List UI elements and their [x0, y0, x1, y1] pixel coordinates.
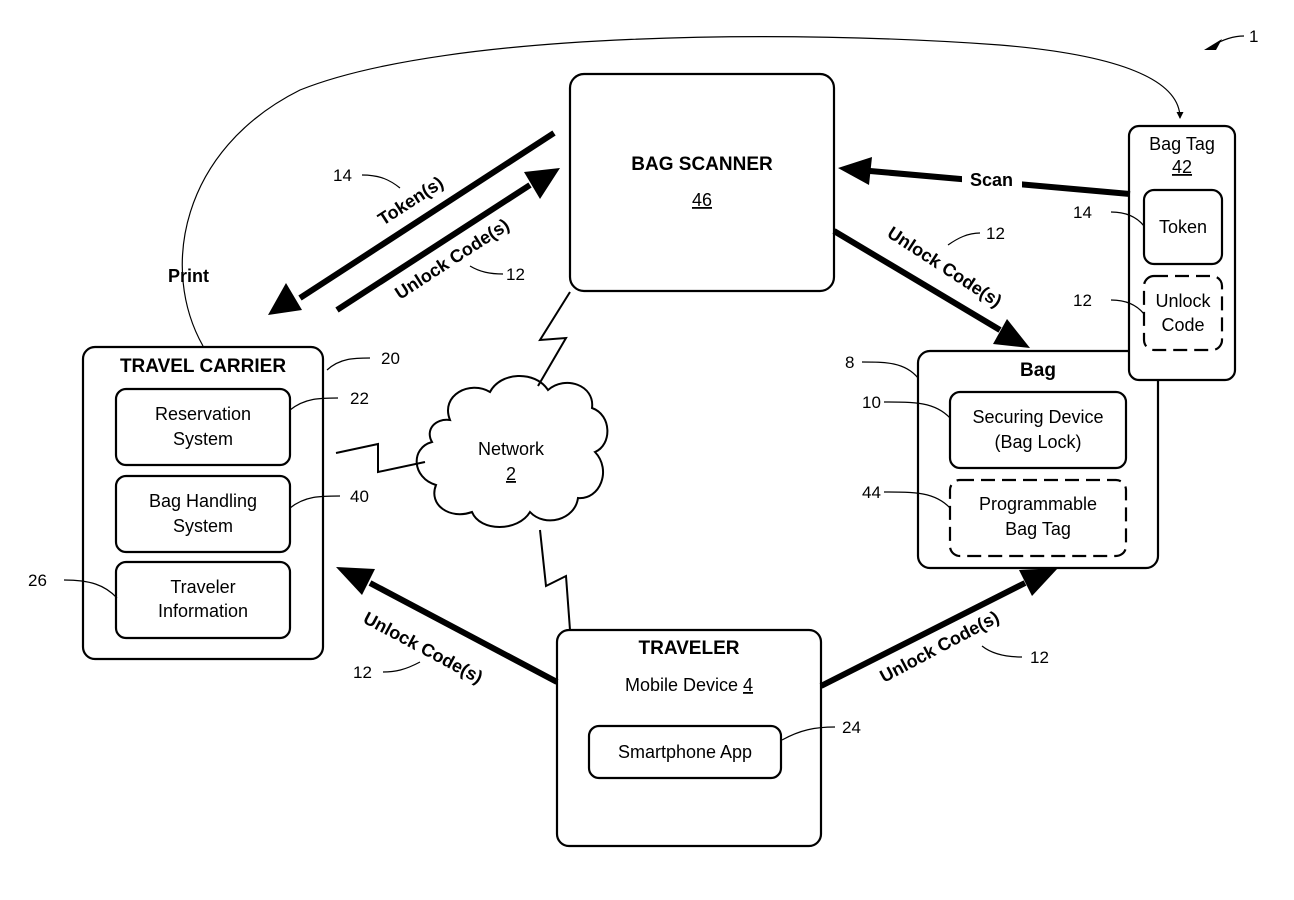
- leader-40: [289, 495, 341, 509]
- unlock-traveler-bag-shaft: [819, 580, 1027, 689]
- figure-ref: 1: [1249, 27, 1258, 46]
- bag-ref: 8: [845, 353, 854, 372]
- network-label: Network: [478, 439, 545, 459]
- bag-handling-box: [114, 474, 292, 554]
- leader-14-tag: [1110, 211, 1145, 227]
- reservation-system-box: [114, 387, 292, 467]
- bag-scanner-num: 46: [692, 190, 712, 210]
- bolt-scanner-network: [537, 291, 571, 387]
- scan-label: Scan: [970, 170, 1013, 190]
- unlock-traveler-carrier-head: [336, 567, 375, 595]
- mobile-device-label: Mobile Device 4: [625, 675, 753, 695]
- leader-12-traveler-carrier: [382, 661, 421, 673]
- leader-14-tokens: [361, 174, 401, 189]
- travel-carrier-title: TRAVEL CARRIER: [120, 356, 286, 377]
- bolt-carrier-network: [335, 442, 426, 474]
- bag-title: Bag: [1020, 360, 1056, 381]
- figure-ref-arrow: [1204, 35, 1245, 50]
- leader-26: [63, 579, 118, 599]
- unlock-traveler-bag-ref: 12: [1030, 648, 1049, 667]
- unlock-code-box: [1142, 274, 1224, 352]
- leader-10: [883, 401, 951, 419]
- leader-8: [861, 361, 919, 379]
- unlock-traveler-carrier-label: Unlock Code(s): [360, 608, 486, 688]
- leader-12-tag: [1110, 299, 1145, 315]
- unlock-scanner-bag-ref: 12: [986, 224, 1005, 243]
- unlock-traveler-carrier-ref: 12: [353, 663, 372, 682]
- scan-label-bg: [962, 166, 1022, 192]
- securing-device-box: [948, 390, 1128, 470]
- programmable-tag-line1: Programmable: [979, 494, 1097, 514]
- tokens-arrow-shaft: [298, 130, 556, 301]
- leader-24: [781, 726, 836, 741]
- token-ref: 14: [1073, 203, 1092, 222]
- leader-12-traveler-bag: [981, 645, 1023, 658]
- token-label: Token: [1159, 217, 1207, 237]
- traveler-info-line1: Traveler: [170, 577, 235, 597]
- tokens-ref: 14: [333, 166, 352, 185]
- unlock-code-ref: 12: [1073, 291, 1092, 310]
- unlock-traveler-carrier-shaft: [368, 580, 559, 685]
- tokens-label: Token(s): [374, 172, 447, 229]
- leader-12-scanner-bag: [947, 232, 981, 246]
- network-num: 2: [506, 464, 516, 484]
- bag-scanner-title: BAG SCANNER: [631, 154, 773, 175]
- travel-carrier-ref: 20: [381, 349, 400, 368]
- leader-44: [883, 491, 951, 509]
- traveler-info-ref: 26: [28, 571, 47, 590]
- smartphone-app-box: [587, 724, 783, 780]
- unlock-traveler-bag-head: [1019, 568, 1058, 596]
- bag-scanner-box: [568, 72, 836, 293]
- unlock-scanner-bag-shaft: [832, 228, 1002, 333]
- leader-12-scanner-in: [469, 265, 504, 275]
- securing-device-line1: Securing Device: [972, 407, 1103, 427]
- unlock-to-scanner-head: [524, 168, 560, 199]
- securing-device-ref: 10: [862, 393, 881, 412]
- bag-tag-num: 42: [1172, 157, 1192, 177]
- leader-22: [289, 397, 339, 411]
- bag-tag-title: Bag Tag: [1149, 134, 1215, 154]
- scan-arrow-head: [838, 157, 872, 185]
- smartphone-app-ref: 24: [842, 718, 861, 737]
- smartphone-app-label: Smartphone App: [618, 742, 752, 762]
- programmable-tag-line2: Bag Tag: [1005, 519, 1071, 539]
- network-cloud: [415, 375, 609, 528]
- reservation-line2: System: [173, 429, 233, 449]
- print-label: Print: [168, 266, 209, 286]
- unlock-code-line1: Unlock: [1155, 291, 1211, 311]
- traveler-title: TRAVELER: [639, 638, 740, 659]
- traveler-info-line2: Information: [158, 601, 248, 621]
- securing-device-line2: (Bag Lock): [994, 432, 1081, 452]
- tokens-arrow-head: [268, 283, 302, 315]
- unlock-to-scanner-ref: 12: [506, 265, 525, 284]
- bag-handling-ref: 40: [350, 487, 369, 506]
- programmable-bag-tag-box: [948, 478, 1128, 558]
- bag-handling-line2: System: [173, 516, 233, 536]
- programmable-tag-ref: 44: [862, 483, 881, 502]
- token-box: [1142, 188, 1224, 266]
- print-curve: [181, 36, 1184, 347]
- traveler-info-box: [114, 560, 292, 640]
- reservation-line1: Reservation: [155, 404, 251, 424]
- unlock-to-scanner-shaft: [335, 182, 532, 313]
- unlock-code-line2: Code: [1161, 315, 1204, 335]
- leader-20: [326, 357, 371, 371]
- bag-handling-line1: Bag Handling: [149, 491, 257, 511]
- reservation-ref: 22: [350, 389, 369, 408]
- bolt-network-traveler: [539, 529, 571, 631]
- unlock-scanner-bag-head: [993, 319, 1030, 348]
